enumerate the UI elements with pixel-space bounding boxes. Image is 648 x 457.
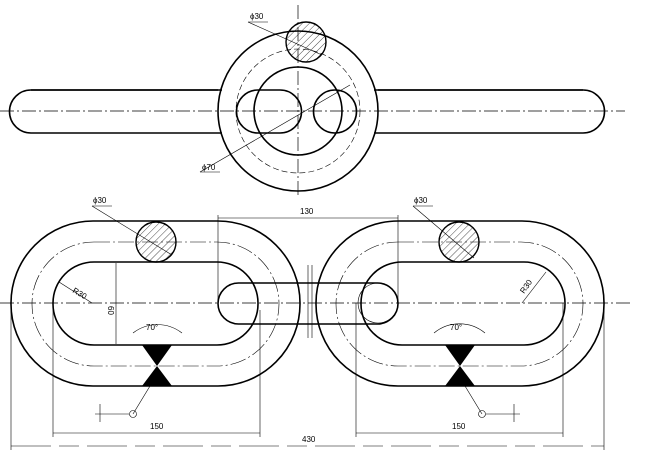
front-view: ϕ30 ϕ30 70° 70° R30 R30 60 130 150 150 [0,196,630,450]
overall-length: 430 [302,435,316,444]
right-rod-diameter: ϕ30 [414,196,428,205]
link-end-left [235,89,303,134]
leader-line [247,21,323,56]
right-weld [445,345,475,386]
right-link-inner [360,261,566,346]
left-rod-diameter: ϕ30 [93,196,107,205]
right-radius: R30 [518,278,534,296]
right-weld-angle: 70° [450,323,462,332]
inner-height: 60 [106,306,115,315]
rod-section [285,21,327,63]
ring-inner [253,66,343,156]
left-length: 150 [150,422,164,431]
link-end-right [312,89,358,134]
top-view: ϕ30 ϕ70 [0,5,625,195]
leader-line [199,84,351,173]
ring-diameter: ϕ70 [202,163,216,172]
right-length: 150 [452,422,466,431]
right-rod-section [438,221,480,263]
straight-link-rod [8,89,606,134]
center-spacing: 130 [300,207,314,216]
left-weld-angle: 70° [146,323,158,332]
left-weld [142,345,172,386]
left-rod-section [135,221,177,263]
left-link-inner [52,261,259,346]
top-rod-diameter: ϕ30 [250,12,264,21]
